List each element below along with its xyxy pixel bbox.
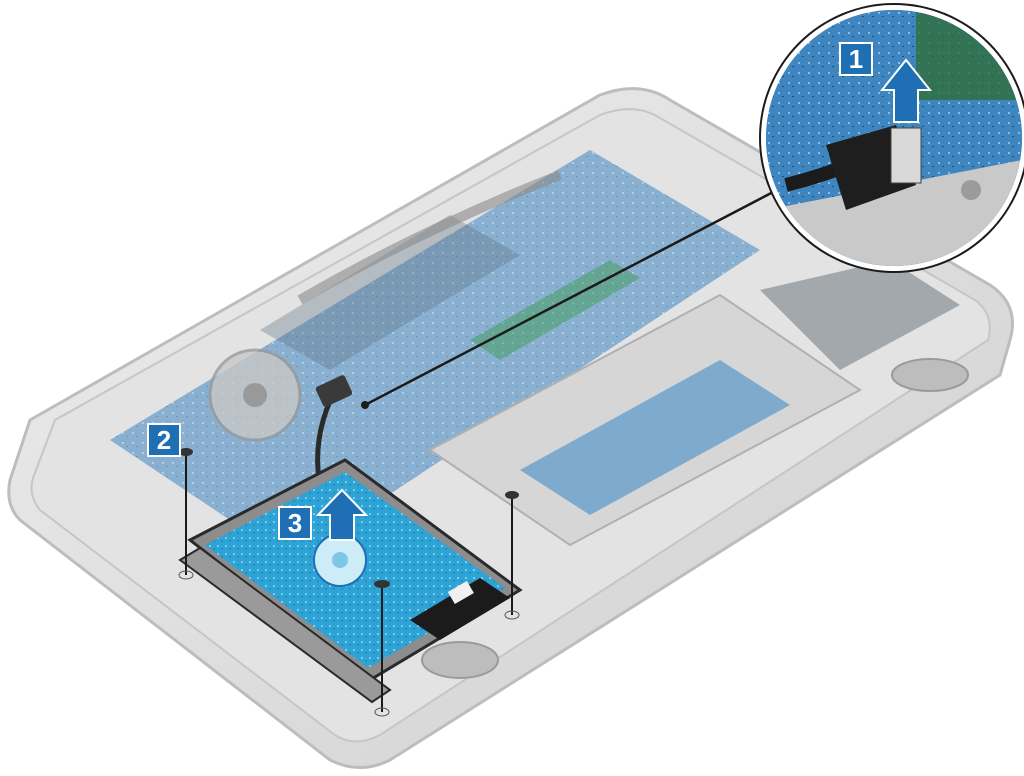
connector-zoom-callout [761,5,1024,271]
screw-left [178,448,194,580]
connector-zoom-illustration [766,10,1022,266]
motherboard [110,150,760,560]
screw-right [504,491,520,620]
pull-arrow-1 [879,58,933,123]
callout-leader-line [364,176,801,407]
step-badge-1: 1 [839,42,873,76]
lift-arrow-3 [315,488,369,541]
step-badge-3: 3 [278,506,312,540]
screw-center [374,580,390,717]
speaker-right [891,358,969,392]
step-badge-2: 2 [147,423,181,457]
speaker-left [421,641,499,679]
